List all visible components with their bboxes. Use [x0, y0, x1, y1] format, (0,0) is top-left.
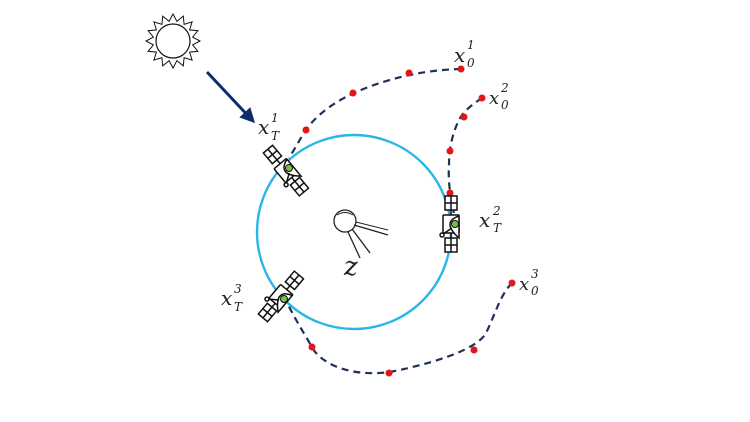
servicer-satellite-3 [253, 267, 306, 324]
waypoint [446, 147, 454, 155]
waypoint [478, 94, 486, 102]
start-label-1: x 1 0 [454, 38, 475, 70]
svg-text:3: 3 [234, 282, 242, 296]
svg-text:x: x [519, 274, 529, 295]
start-label-3: x 3 0 [519, 267, 539, 298]
target-label: z [343, 252, 358, 282]
svg-text:x: x [479, 208, 490, 232]
waypoint [405, 69, 413, 77]
svg-text:T: T [493, 221, 502, 235]
waypoints [302, 65, 516, 377]
servicer-satellite-2 [439, 195, 460, 253]
trajectory-1 [288, 67, 462, 159]
waypoint [460, 113, 468, 121]
svg-text:T: T [234, 300, 243, 314]
waypoint [302, 126, 310, 134]
svg-text:2: 2 [492, 204, 501, 218]
terminal-label-2: x 2 T [479, 204, 502, 235]
svg-text:2: 2 [500, 81, 509, 95]
svg-text:1: 1 [467, 38, 475, 52]
trajectory-2 [447, 97, 483, 225]
waypoint [470, 346, 478, 354]
waypoint [457, 65, 465, 73]
start-label-2: x 2 0 [489, 81, 509, 112]
waypoint [385, 369, 393, 377]
terminal-label-3: x 3 T [221, 282, 243, 314]
target-satellite-icon [333, 209, 389, 259]
svg-text:1: 1 [271, 111, 279, 125]
sun-icon [144, 12, 202, 70]
svg-text:3: 3 [531, 267, 539, 281]
svg-text:x: x [489, 88, 499, 109]
terminal-label-1: x 1 T [258, 111, 280, 143]
svg-text:0: 0 [531, 284, 539, 298]
svg-text:x: x [258, 115, 269, 139]
trajectory-3 [283, 282, 513, 375]
waypoint [446, 189, 454, 197]
svg-text:0: 0 [501, 98, 509, 112]
svg-text:x: x [221, 286, 232, 310]
waypoint [508, 279, 516, 287]
waypoint [308, 343, 316, 351]
waypoint [349, 89, 357, 97]
svg-text:x: x [454, 43, 465, 67]
svg-text:T: T [271, 129, 280, 143]
svg-text:0: 0 [467, 56, 475, 70]
sunlight-arrow [205, 70, 256, 124]
